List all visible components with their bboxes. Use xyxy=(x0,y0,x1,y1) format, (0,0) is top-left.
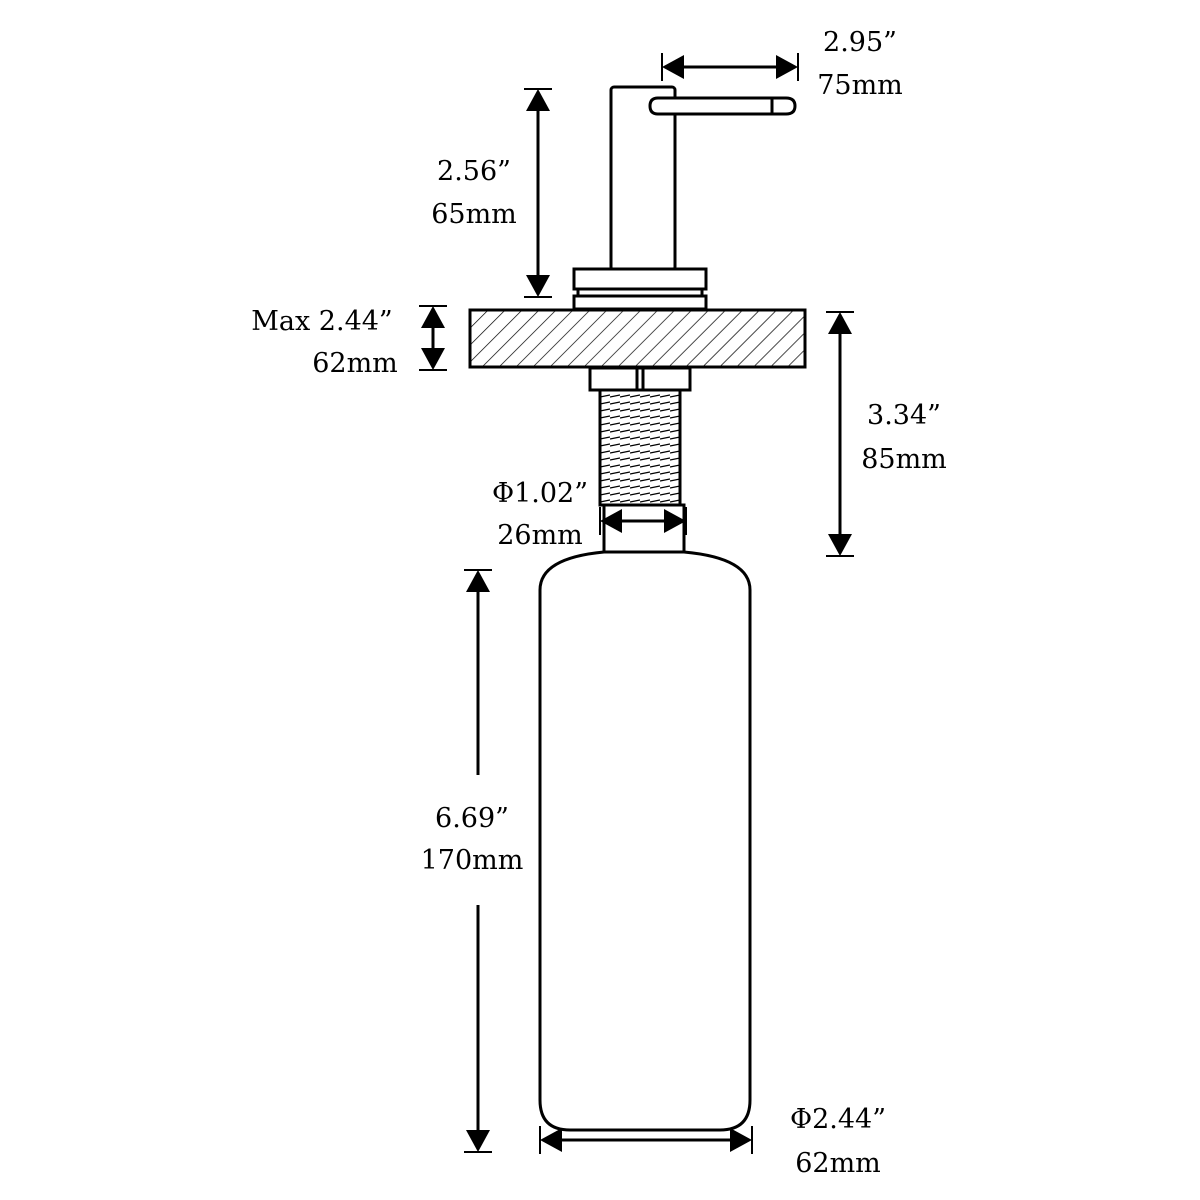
pump-head xyxy=(609,85,797,272)
spout-height-dim-arrow-down xyxy=(526,275,550,297)
shank-diameter-dim-arrow-left xyxy=(600,509,622,533)
counter-thickness-dim-arrow-up xyxy=(421,306,445,328)
spout-height-dim-arrow-up xyxy=(526,89,550,111)
shank-diameter-inch-label: Φ1.02” xyxy=(491,478,589,509)
counter-thickness-dim-arrow-down xyxy=(421,348,445,370)
threaded-shank xyxy=(598,388,682,507)
collar xyxy=(572,267,708,311)
spout-reach-dim-arrow-left xyxy=(662,55,684,79)
spout-arm xyxy=(648,96,797,116)
bottle-height-inch-label: 6.69” xyxy=(435,803,509,834)
bottle-diameter-dim-arrow-right xyxy=(730,1128,752,1152)
dimension-lines xyxy=(419,53,854,1154)
bottle xyxy=(538,550,752,1132)
spout-reach-dim-arrow-right xyxy=(776,55,798,79)
bottle-diameter-mm-label: 62mm xyxy=(795,1148,881,1179)
shank-length-dim-arrow-down xyxy=(828,534,852,556)
spout-reach-mm-label: 75mm xyxy=(817,70,903,101)
bottle-diameter-inch-label: Φ2.44” xyxy=(789,1104,887,1135)
spout-reach-inch-label: 2.95” xyxy=(823,27,897,58)
spout-height-inch-label: 2.56” xyxy=(437,156,511,187)
shank-length-inch-label: 3.34” xyxy=(867,400,941,431)
bottle-height-dim-arrow-up xyxy=(466,570,490,592)
spout-height-mm-label: 65mm xyxy=(431,199,517,230)
shank-length-mm-label: 85mm xyxy=(861,444,947,475)
shank-diameter-mm-label: 26mm xyxy=(497,520,583,551)
collar-base xyxy=(572,294,708,311)
counter-thickness-inch-label: Max 2.44” xyxy=(251,306,393,337)
bottle-diameter-dim-arrow-left xyxy=(540,1128,562,1152)
bottle-height-mm-label: 170mm xyxy=(420,845,524,876)
mounting-nut xyxy=(588,366,692,392)
countertop xyxy=(468,308,807,369)
bottle-height-dim-arrow-down xyxy=(466,1130,490,1152)
counter-thickness-mm-label: 62mm xyxy=(312,348,398,379)
shank-diameter-dim-arrow-right xyxy=(664,509,686,533)
collar-top xyxy=(572,267,708,291)
shank-length-dim-arrow-up xyxy=(828,312,852,334)
